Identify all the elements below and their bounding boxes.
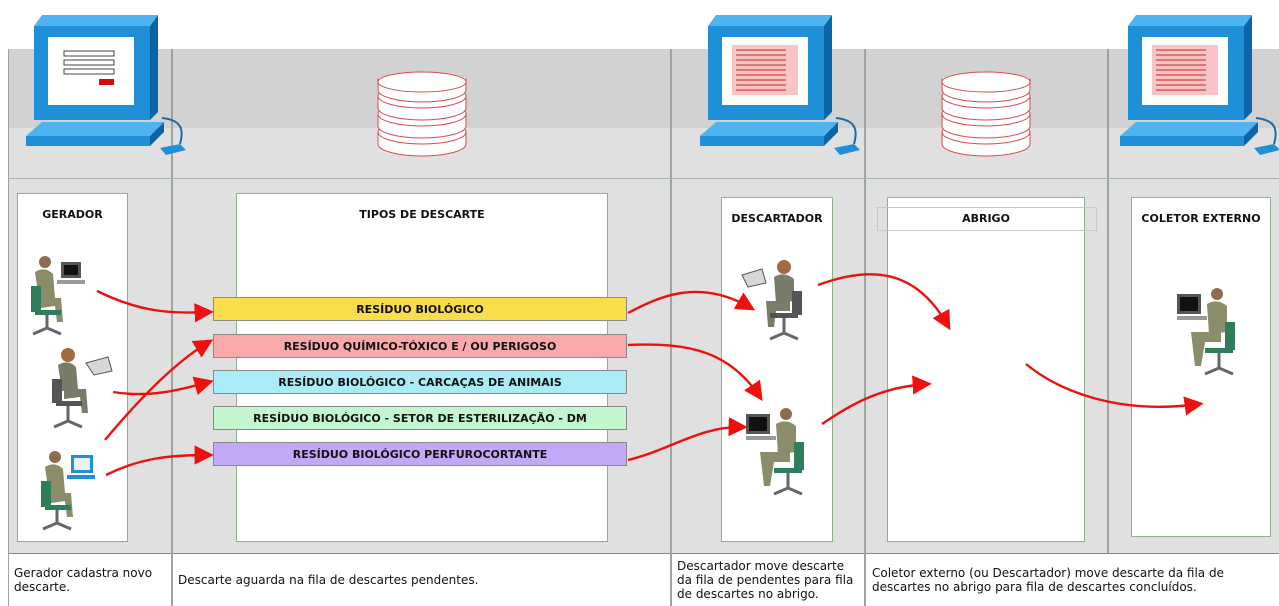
caption-tipos: Descarte aguarda na fila de descartes pe…	[173, 553, 670, 606]
caption-gerador: Gerador cadastra novo descarte.	[9, 553, 171, 606]
computer-list-icon	[700, 15, 860, 155]
person-at-computer-icon	[52, 348, 113, 429]
abrigo-header-frame	[877, 207, 1097, 231]
title-abrigo: ABRIGO	[962, 212, 1010, 225]
database-icon	[377, 71, 467, 157]
database-icon	[941, 71, 1031, 157]
panel-tipos: TIPOS DE DESCARTE	[236, 193, 608, 542]
panel-abrigo: ABRIGO	[887, 197, 1085, 542]
title-descartador: DESCARTADOR	[731, 212, 823, 225]
discard-type-biologico[interactable]: RESÍDUO BIOLÓGICO	[213, 297, 627, 321]
caption-descartador: Descartador move descarte da fila de pen…	[672, 553, 864, 606]
person-at-computer-icon	[41, 451, 95, 531]
discard-type-esterilizacao[interactable]: RESÍDUO BIOLÓGICO - SETOR DE ESTERILIZAÇ…	[213, 406, 627, 430]
person-at-computer-icon	[31, 256, 85, 336]
title-tipos: TIPOS DE DESCARTE	[359, 208, 485, 221]
title-gerador: GERADOR	[42, 208, 103, 221]
caption-coletor: Coletor externo (ou Descartador) move de…	[866, 553, 1279, 606]
discard-type-quimico[interactable]: RESÍDUO QUÍMICO-TÓXICO E / OU PERIGOSO	[213, 334, 627, 358]
computer-form-icon	[26, 15, 186, 155]
person-at-computer-icon	[1177, 288, 1235, 376]
discard-type-perfurocortante[interactable]: RESÍDUO BIOLÓGICO PERFUROCORTANTE	[213, 442, 627, 466]
discard-type-carcacas[interactable]: RESÍDUO BIOLÓGICO - CARCAÇAS DE ANIMAIS	[213, 370, 627, 394]
person-at-computer-icon	[746, 408, 804, 496]
divider-line	[8, 178, 1279, 179]
title-coletor: COLETOR EXTERNO	[1141, 212, 1261, 225]
computer-list-icon	[1120, 15, 1279, 155]
person-at-computer-icon	[741, 260, 802, 341]
